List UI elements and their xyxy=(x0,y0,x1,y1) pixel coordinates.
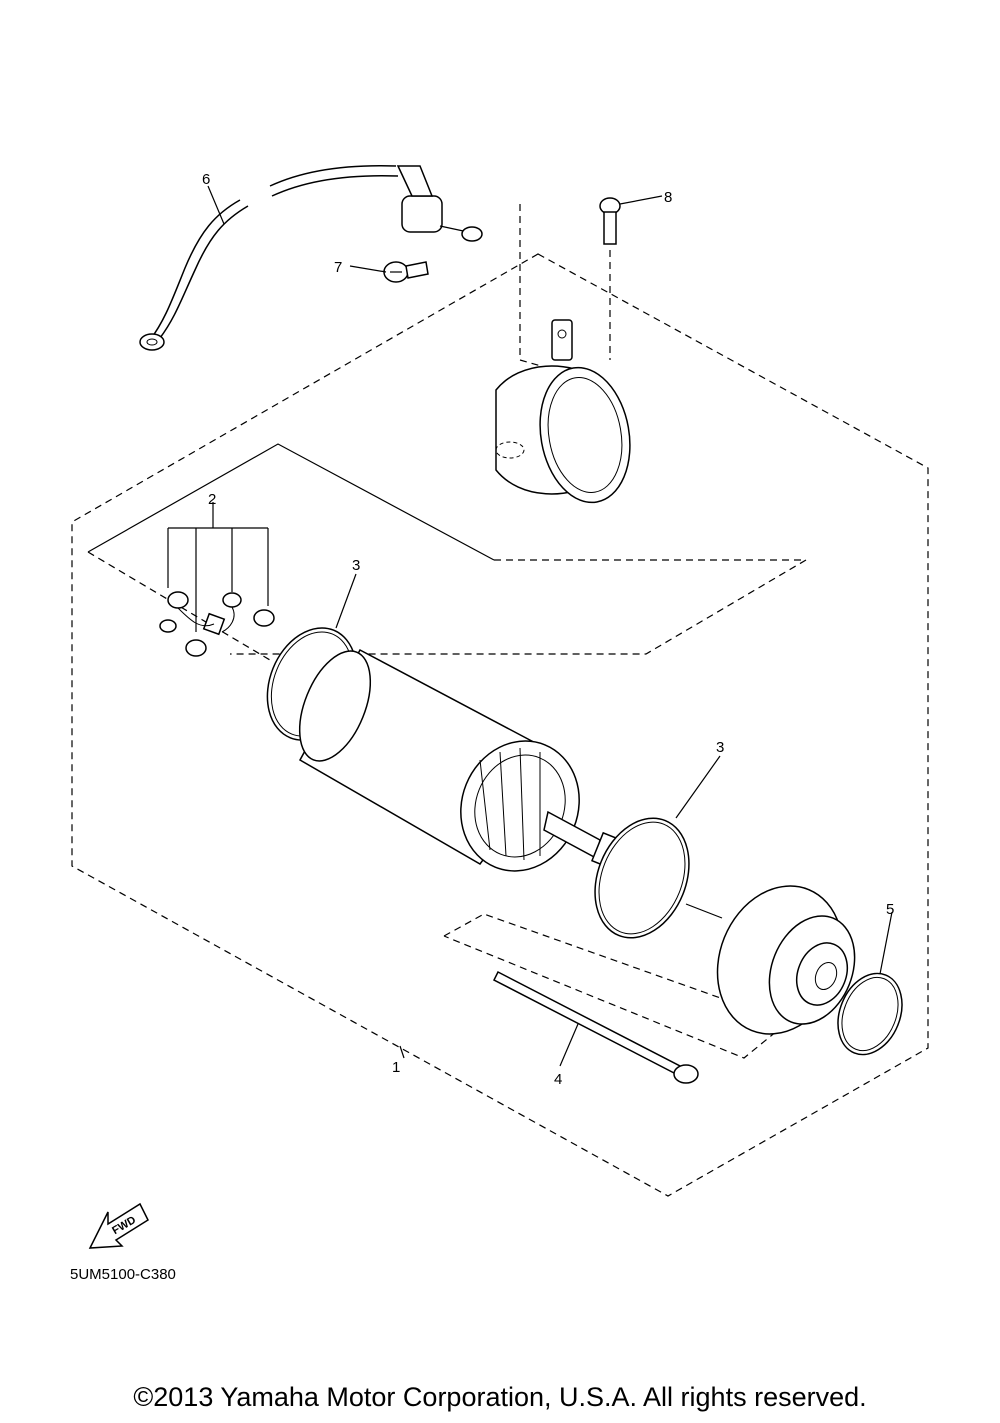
brush-set xyxy=(159,512,275,657)
assembly-plane-upper-dash xyxy=(230,559,809,655)
yoke-body xyxy=(298,648,645,879)
leader-5 xyxy=(879,911,893,975)
through-bolt xyxy=(492,970,699,1084)
assembly-plane-upper xyxy=(87,443,495,561)
callout-4: 4 xyxy=(554,1071,562,1088)
front-cover xyxy=(716,885,856,1035)
diagram-code: 5UM5100-C380 xyxy=(70,1266,176,1283)
callout-3-right: 3 xyxy=(716,739,724,756)
leader-dashes-top xyxy=(519,204,556,371)
leader-4 xyxy=(559,1023,579,1067)
leader-7 xyxy=(349,265,387,273)
callout-6: 6 xyxy=(202,171,210,188)
assembly-boundary xyxy=(71,253,929,1197)
bolt-plane xyxy=(443,913,790,1059)
o-ring-right xyxy=(594,817,690,939)
bolt-8 xyxy=(599,197,621,360)
fwd-arrow-icon: FWD xyxy=(88,1202,149,1249)
wire-lead xyxy=(139,164,483,351)
callout-7: 7 xyxy=(334,259,342,276)
leader-armature xyxy=(685,903,723,919)
leader-6 xyxy=(207,185,225,225)
callout-5: 5 xyxy=(886,901,894,918)
callout-3-left: 3 xyxy=(352,557,360,574)
leader-8 xyxy=(619,195,663,205)
leader-3a xyxy=(335,573,357,629)
screw-7 xyxy=(383,261,429,283)
callout-1: 1 xyxy=(392,1059,400,1076)
callout-2: 2 xyxy=(208,491,216,508)
leader-1 xyxy=(399,1045,405,1059)
leader-3b xyxy=(675,755,721,819)
copyright-notice: ©2013 Yamaha Motor Corporation, U.S.A. A… xyxy=(133,1382,867,1412)
o-ring-small xyxy=(837,972,903,1056)
end-cover xyxy=(495,319,631,504)
callout-8: 8 xyxy=(664,189,672,206)
